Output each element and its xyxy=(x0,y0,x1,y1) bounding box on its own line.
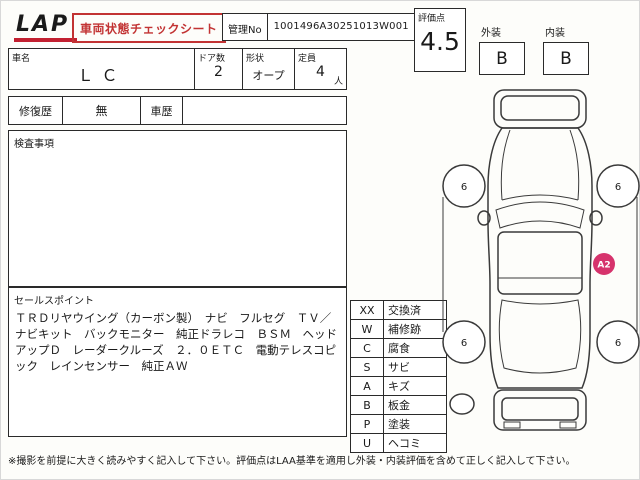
vehicle-info-row: 車名 ＬＣ ドア数 2 形状 オープ 定員 4 人 xyxy=(8,48,347,90)
evaluation-score-label: 評価点 xyxy=(418,14,446,24)
right-mirror xyxy=(589,210,603,226)
exterior-grade: 外装 B xyxy=(479,24,525,75)
legend-code: W xyxy=(350,319,384,339)
legend-label: 腐食 xyxy=(383,338,447,358)
legend-row: A キズ xyxy=(350,376,447,396)
right-exhaust xyxy=(559,421,577,429)
legend-code: A xyxy=(350,376,384,396)
sheet-title: 車両状態チェックシート xyxy=(72,13,226,43)
blank-mark-circle xyxy=(449,393,475,415)
tire-marks xyxy=(442,164,640,364)
legend-code: U xyxy=(350,433,384,453)
car-top-view-diagram: 6 6 6 6 A2 xyxy=(442,89,640,431)
rear-deck-outline xyxy=(498,299,582,374)
legend-code: S xyxy=(350,357,384,377)
legend-row: U ヘコミ xyxy=(350,433,447,453)
management-number-value: 1001496A30251013W001 xyxy=(273,21,409,32)
rear-bumper-inner xyxy=(501,397,579,421)
legend-row: B 板金 xyxy=(350,395,447,415)
legend-code: C xyxy=(350,338,384,358)
windshield-outline xyxy=(495,201,585,229)
defect-mark-code: A2 xyxy=(597,261,610,271)
front-right-tire xyxy=(596,164,640,208)
legend-code: P xyxy=(350,414,384,434)
left-mirror xyxy=(477,210,491,226)
hood-crease-right xyxy=(569,129,580,201)
car-body-outline xyxy=(487,127,593,389)
front-left-tire-depth: 6 xyxy=(461,182,467,193)
doors-cell: ドア数 2 xyxy=(195,49,243,89)
rear-bumper-outline xyxy=(493,389,587,431)
interior-grade-value: B xyxy=(543,42,589,75)
car-history-label: 車歴 xyxy=(141,97,183,124)
legend-row: W 補修跡 xyxy=(350,319,447,339)
legend-row: C 腐食 xyxy=(350,338,447,358)
rear-left-tire xyxy=(442,320,486,364)
rear-right-tire-depth: 6 xyxy=(615,338,621,349)
defect-mark-circle xyxy=(593,253,615,275)
capacity-label: 定員 xyxy=(298,54,317,64)
footer-note: ※撮影を前提に大きく読みやすく記入して下さい。評価点はLAA基準を適用し外装・内… xyxy=(8,456,576,467)
management-number-label: 管理No xyxy=(223,14,268,40)
repair-history-value: 無 xyxy=(63,97,141,124)
legend-label: 交換済 xyxy=(383,300,447,320)
car-name-value: ＬＣ xyxy=(77,66,126,85)
car-history-value xyxy=(183,97,346,124)
exterior-grade-value: B xyxy=(479,42,525,75)
legend-code: XX xyxy=(350,300,384,320)
doors-label: ドア数 xyxy=(198,54,226,64)
body-shape-cell: 形状 オープ xyxy=(243,49,295,89)
hood-crease-left xyxy=(500,129,511,201)
brand-logo: LAP xyxy=(14,12,78,42)
front-bumper-inner xyxy=(500,95,580,121)
legend-row: XX 交換済 xyxy=(350,300,447,320)
legend-code: B xyxy=(350,395,384,415)
doors-value: 2 xyxy=(214,64,223,80)
body-shape-value: オープ xyxy=(252,69,285,82)
cowl-line xyxy=(501,194,579,201)
capacity-cell: 定員 4 人 xyxy=(295,49,346,89)
inspection-items-box: 検査事項 xyxy=(8,130,347,287)
capacity-unit: 人 xyxy=(333,77,343,87)
left-exhaust xyxy=(503,421,521,429)
interior-grade-label: 内装 xyxy=(545,28,565,39)
body-shape-label: 形状 xyxy=(246,54,265,64)
front-left-tire xyxy=(442,164,486,208)
inspection-items-label: 検査事項 xyxy=(14,139,54,150)
repair-history-label: 修復歴 xyxy=(9,97,63,124)
legend-row: P 塗装 xyxy=(350,414,447,434)
sales-points-box: セールスポイント ＴＲＤリヤウイング（カーボン製） ナビ フルセグ ＴＶ／ナビキ… xyxy=(8,287,347,437)
defect-code-legend: XX 交換済 W 補修跡 C 腐食 S サビ A キズ B 板金 xyxy=(350,300,447,453)
sales-points-label: セールスポイント xyxy=(14,296,94,307)
legend-row: S サビ xyxy=(350,357,447,377)
capacity-value: 4 xyxy=(316,64,325,80)
sales-points-text: ＴＲＤリヤウイング（カーボン製） ナビ フルセグ ＴＶ／ナビキット バックモニタ… xyxy=(15,311,337,373)
exterior-grade-label: 外装 xyxy=(481,28,501,39)
car-name-label: 車名 xyxy=(12,54,31,64)
evaluation-score-value: 4.5 xyxy=(420,27,460,56)
front-right-tire-depth: 6 xyxy=(615,182,621,193)
car-name-cell: 車名 ＬＣ xyxy=(9,49,195,89)
rear-right-tire xyxy=(596,320,640,364)
cockpit-outline xyxy=(497,231,583,295)
legend-label: ヘコミ xyxy=(383,433,447,453)
rear-left-tire-depth: 6 xyxy=(461,338,467,349)
evaluation-score-box: 評価点 4.5 xyxy=(414,8,466,72)
management-number-box: 管理No 1001496A30251013W001 xyxy=(222,13,416,41)
history-row: 修復歴 無 車歴 xyxy=(8,96,347,125)
interior-grade: 内装 B xyxy=(543,24,589,75)
